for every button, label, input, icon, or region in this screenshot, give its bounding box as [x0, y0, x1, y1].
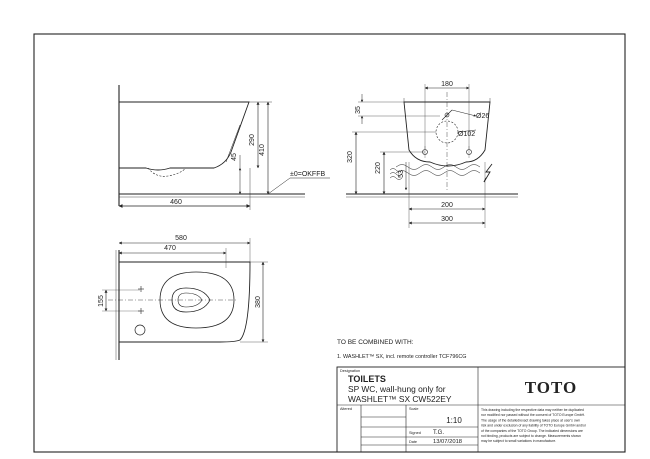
disclaimer-line: may be subject to small variations in ma… — [481, 439, 556, 443]
dim-380: 380 — [255, 296, 262, 308]
scale-label: Scale — [409, 407, 419, 411]
toto-logo: TOTO — [525, 378, 578, 397]
signed-value: T.G. — [433, 430, 444, 436]
product-line-1: SP WC, wall-hung only for — [348, 384, 446, 394]
dim-155: 155 — [98, 295, 105, 307]
dim-410: 410 — [259, 144, 266, 156]
disclaimer-line: risk and under exclusion of any liabilit… — [481, 424, 587, 428]
date-label: Date — [409, 440, 417, 444]
rear-view — [346, 84, 518, 228]
dim-320: 320 — [347, 151, 354, 163]
scale-value: 1:10 — [446, 416, 462, 425]
disclaimer-text: This drawing including the respective da… — [481, 408, 587, 443]
dim-200: 200 — [441, 202, 453, 209]
combined-item: 1. WASHLET™ SX, incl. remote controller … — [337, 354, 466, 360]
title-block — [336, 366, 626, 453]
disclaimer-line: nor modified nor passed without the cons… — [481, 413, 585, 417]
combined-heading: TO BE COMBINED WITH: — [337, 339, 414, 346]
disclaimer-line: The usage of the detailed/exact drawing … — [481, 418, 580, 422]
dim-180: 180 — [441, 81, 453, 88]
designation-label: Designation — [340, 369, 360, 373]
disclaimer-line: This drawing including the respective da… — [481, 408, 584, 412]
dim-45: 45 — [231, 153, 238, 161]
dim-53: 53 — [398, 170, 405, 178]
dim-diameter-26: Ø26 — [476, 113, 489, 120]
side-view — [118, 85, 330, 210]
top-view — [102, 238, 268, 360]
dim-220: 220 — [375, 162, 382, 174]
disclaimer-line: of the companies of the TOTO Group. The … — [481, 429, 583, 433]
dim-300: 300 — [441, 216, 453, 223]
dim-35: 35 — [355, 106, 362, 114]
altered-label: Altered — [340, 407, 352, 411]
dim-460: 460 — [170, 199, 182, 206]
dim-580: 580 — [175, 235, 187, 242]
dim-diameter-102: Ø102 — [458, 131, 475, 138]
dim-470: 470 — [164, 245, 176, 252]
dim-290: 290 — [249, 134, 256, 146]
signed-label: Signed — [409, 431, 421, 435]
product-line-2: WASHLET™ SX CW522EY — [348, 394, 452, 404]
sheet-border — [33, 33, 626, 453]
floor-reference-label: ±0=OKFFB — [290, 171, 325, 178]
product-title: TOILETS — [348, 374, 386, 384]
date-value: 13/07/2018 — [433, 439, 462, 445]
disclaimer-line: not binding, products are subject to cha… — [481, 434, 581, 438]
